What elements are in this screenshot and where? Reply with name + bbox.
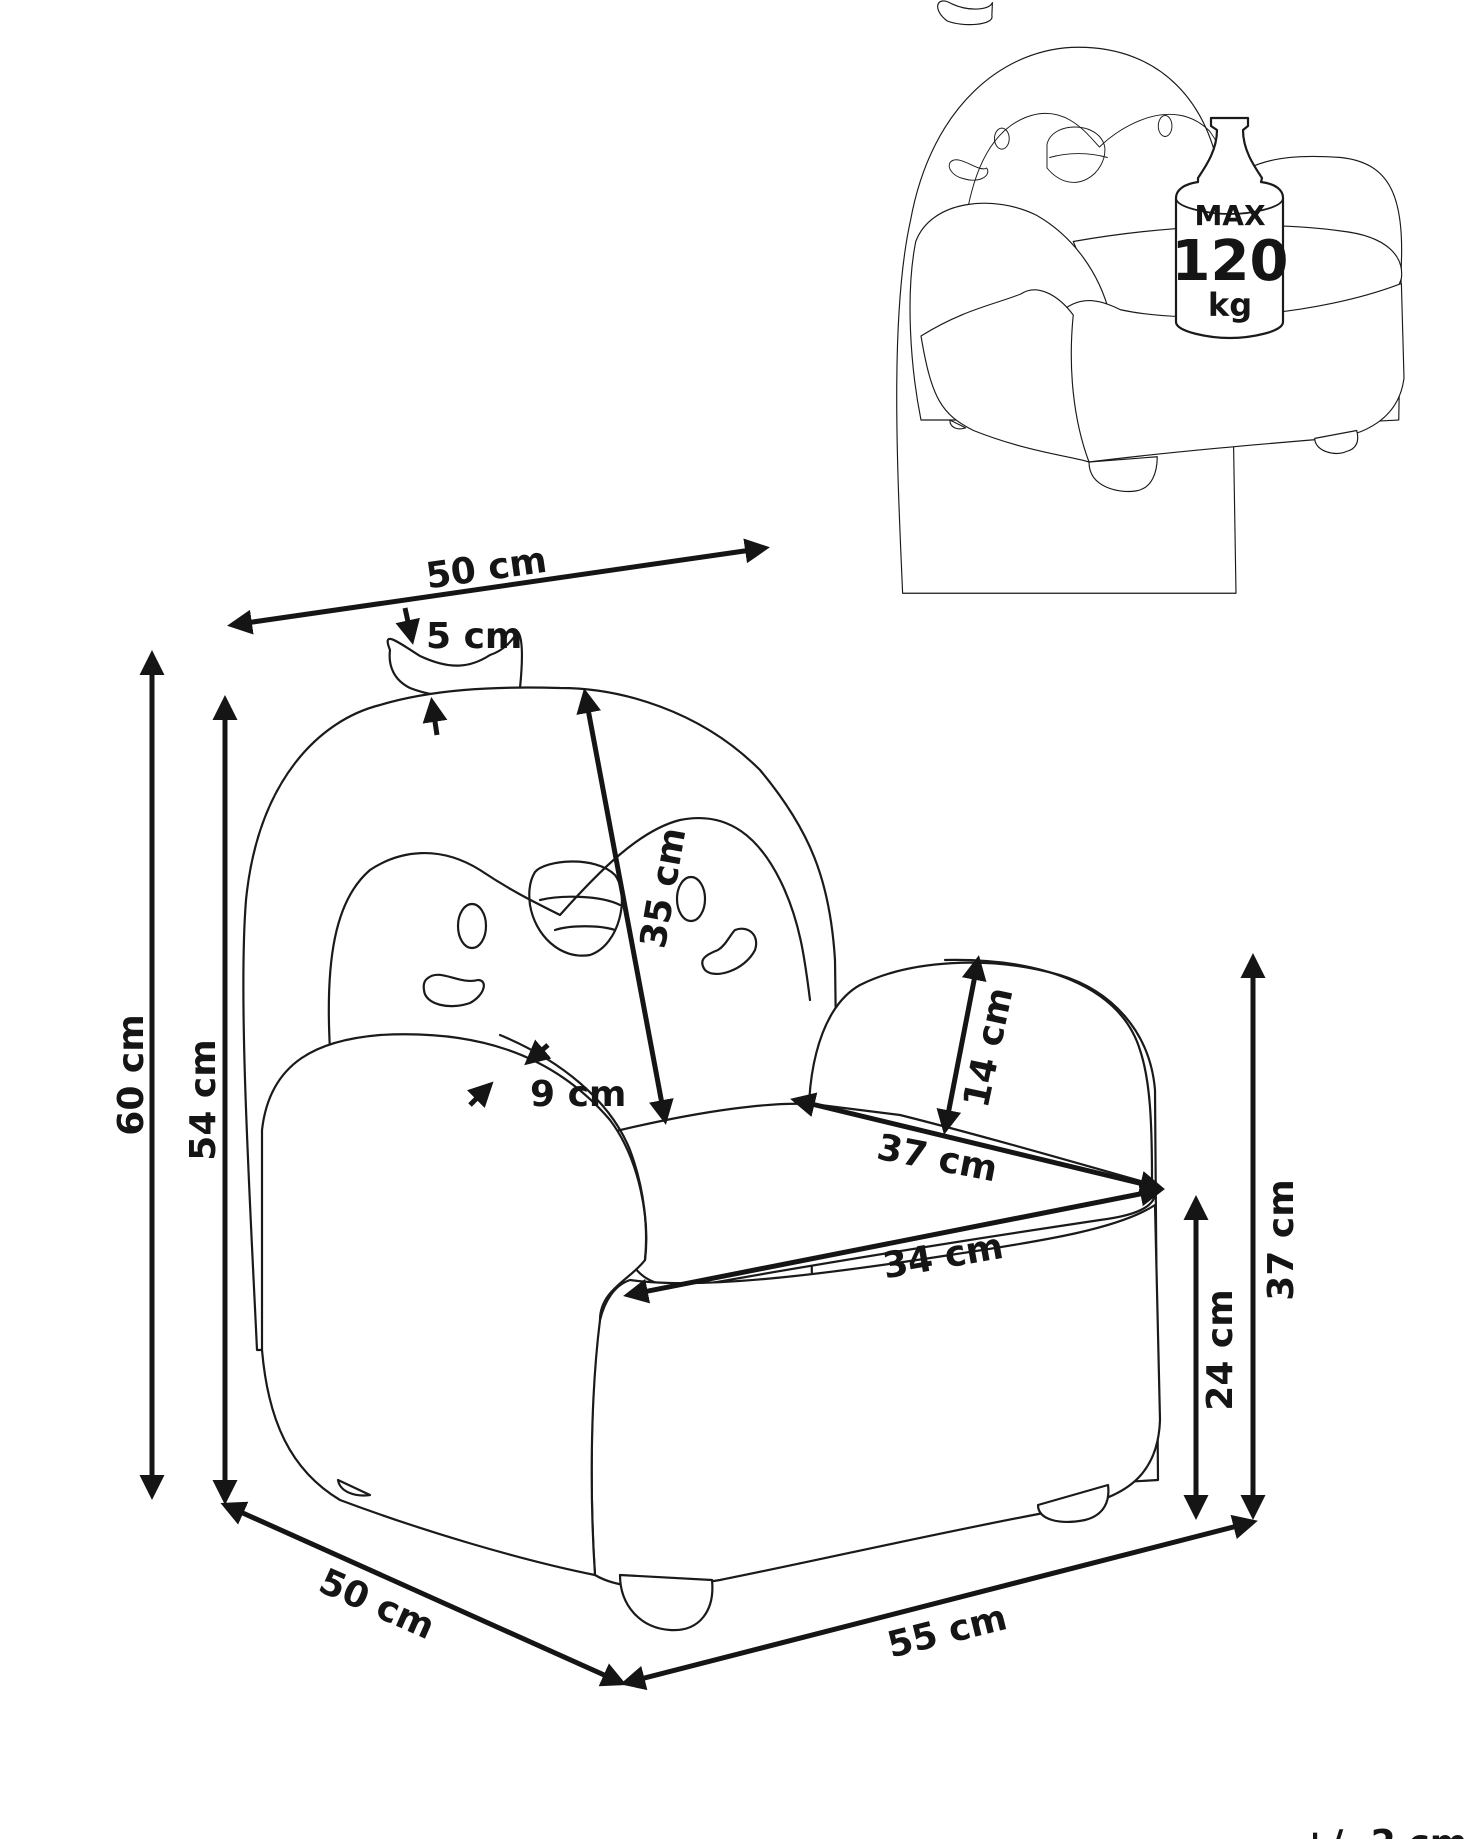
dim-line-top-width — [227, 538, 770, 635]
dimension-lines — [139, 538, 1266, 1691]
dim-line-ear-bottom — [422, 697, 448, 736]
main-chair — [242, 630, 1162, 1632]
label-arm-thickness: 9 cm — [530, 1074, 626, 1115]
dim-line-bottom-width — [620, 1514, 1258, 1691]
thumbnail-chair — [896, 0, 1405, 594]
label-back-height: 54 cm — [183, 1039, 224, 1160]
dim-line-arm-thickness-b — [524, 1039, 552, 1066]
dim-line-seat-width — [623, 1181, 1165, 1304]
max-load-vase: MAX 120 kg — [1172, 116, 1289, 340]
dim-line-bottom-depth — [220, 1501, 627, 1687]
label-ear: 5 cm — [426, 616, 522, 657]
capacity-value-label: 120 — [1172, 229, 1289, 294]
label-top-width: 50 cm — [423, 540, 549, 598]
capacity-unit-label: kg — [1208, 286, 1252, 324]
label-bottom-width: 55 cm — [883, 1597, 1011, 1666]
label-arm-height-total: 37 cm — [1261, 1179, 1302, 1300]
dim-line-ear-top — [395, 607, 420, 645]
capacity-max-label: MAX — [1194, 199, 1266, 232]
label-seat-height: 24 cm — [1200, 1289, 1241, 1410]
label-total-height: 60 cm — [111, 1014, 152, 1135]
label-tolerance: +/- 2 cm — [1300, 1823, 1467, 1839]
dim-line-back-inner — [576, 688, 674, 1125]
dim-line-arm-thickness-a — [467, 1081, 494, 1108]
dim-line-seat-depth — [790, 1092, 1165, 1196]
